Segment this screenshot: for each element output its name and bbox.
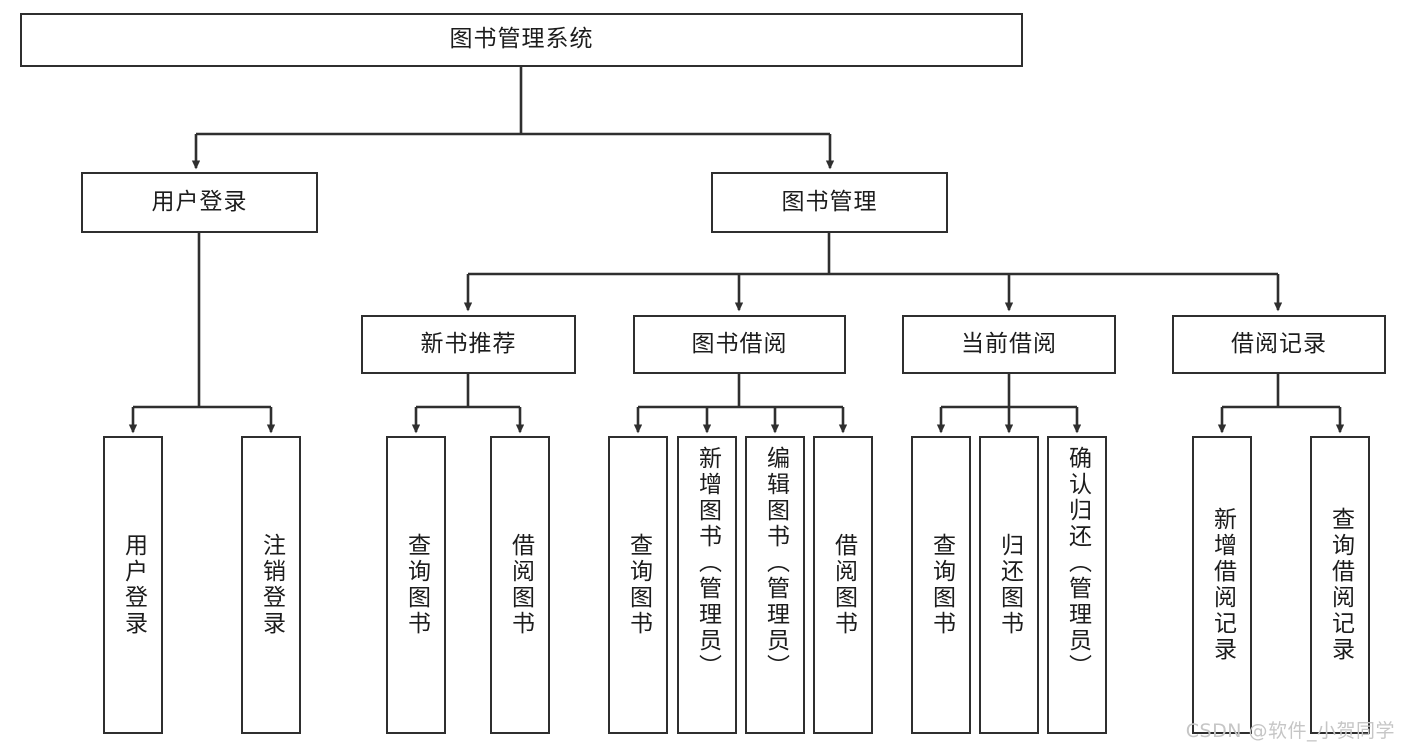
node-user-login[interactable]: 用户登录 — [81, 172, 318, 233]
node-new-book-recommend[interactable]: 新书推荐 — [361, 315, 576, 374]
leaf-confirm-return-label: 确认归还（管理员） — [1064, 446, 1091, 680]
leaf-user-logout-label: 注销登录 — [258, 533, 285, 637]
leaf-return-book[interactable]: 归还图书 — [979, 436, 1039, 734]
leaf-user-logout[interactable]: 注销登录 — [241, 436, 301, 734]
node-root-label: 图书管理系统 — [449, 26, 594, 53]
node-book-management[interactable]: 图书管理 — [711, 172, 948, 233]
leaf-add-borrow-record[interactable]: 新增借阅记录 — [1192, 436, 1252, 734]
leaf-add-borrow-record-label: 新增借阅记录 — [1209, 507, 1236, 663]
watermark-text: CSDN @软件_小贺同学 — [1185, 720, 1395, 742]
node-root[interactable]: 图书管理系统 — [20, 13, 1023, 67]
node-book-management-label: 图书管理 — [781, 188, 878, 215]
leaf-return-book-label: 归还图书 — [996, 533, 1023, 637]
node-current-borrow[interactable]: 当前借阅 — [902, 315, 1116, 374]
leaf-confirm-return[interactable]: 确认归还（管理员） — [1047, 436, 1107, 734]
leaf-query-borrow-record[interactable]: 查询借阅记录 — [1310, 436, 1370, 734]
leaf-borrow-book-1-label: 借阅图书 — [507, 533, 534, 637]
leaf-add-book-label: 新增图书（管理员） — [694, 446, 721, 680]
leaf-edit-book-label: 编辑图书（管理员） — [762, 446, 789, 680]
leaf-edit-book[interactable]: 编辑图书（管理员） — [745, 436, 805, 734]
leaf-borrow-book-1[interactable]: 借阅图书 — [490, 436, 550, 734]
leaf-user-login[interactable]: 用户登录 — [103, 436, 163, 734]
node-borrow-record[interactable]: 借阅记录 — [1172, 315, 1386, 374]
node-current-borrow-label: 当前借阅 — [961, 330, 1057, 357]
node-user-login-label: 用户登录 — [151, 188, 248, 215]
node-borrow-record-label: 借阅记录 — [1231, 330, 1327, 357]
node-new-book-recommend-label: 新书推荐 — [420, 330, 517, 357]
leaf-borrow-book-2-label: 借阅图书 — [830, 533, 857, 637]
leaf-add-book[interactable]: 新增图书（管理员） — [677, 436, 737, 734]
node-book-borrow-label: 图书借阅 — [691, 330, 788, 357]
leaf-query-book-3[interactable]: 查询图书 — [911, 436, 971, 734]
leaf-query-book-1[interactable]: 查询图书 — [386, 436, 446, 734]
leaf-borrow-book-2[interactable]: 借阅图书 — [813, 436, 873, 734]
leaf-user-login-label: 用户登录 — [120, 533, 147, 637]
leaf-query-borrow-record-label: 查询借阅记录 — [1327, 507, 1354, 663]
leaf-query-book-2[interactable]: 查询图书 — [608, 436, 668, 734]
node-book-borrow[interactable]: 图书借阅 — [633, 315, 846, 374]
leaf-query-book-2-label: 查询图书 — [625, 533, 652, 637]
leaf-query-book-1-label: 查询图书 — [403, 533, 430, 637]
leaf-query-book-3-label: 查询图书 — [928, 533, 955, 637]
